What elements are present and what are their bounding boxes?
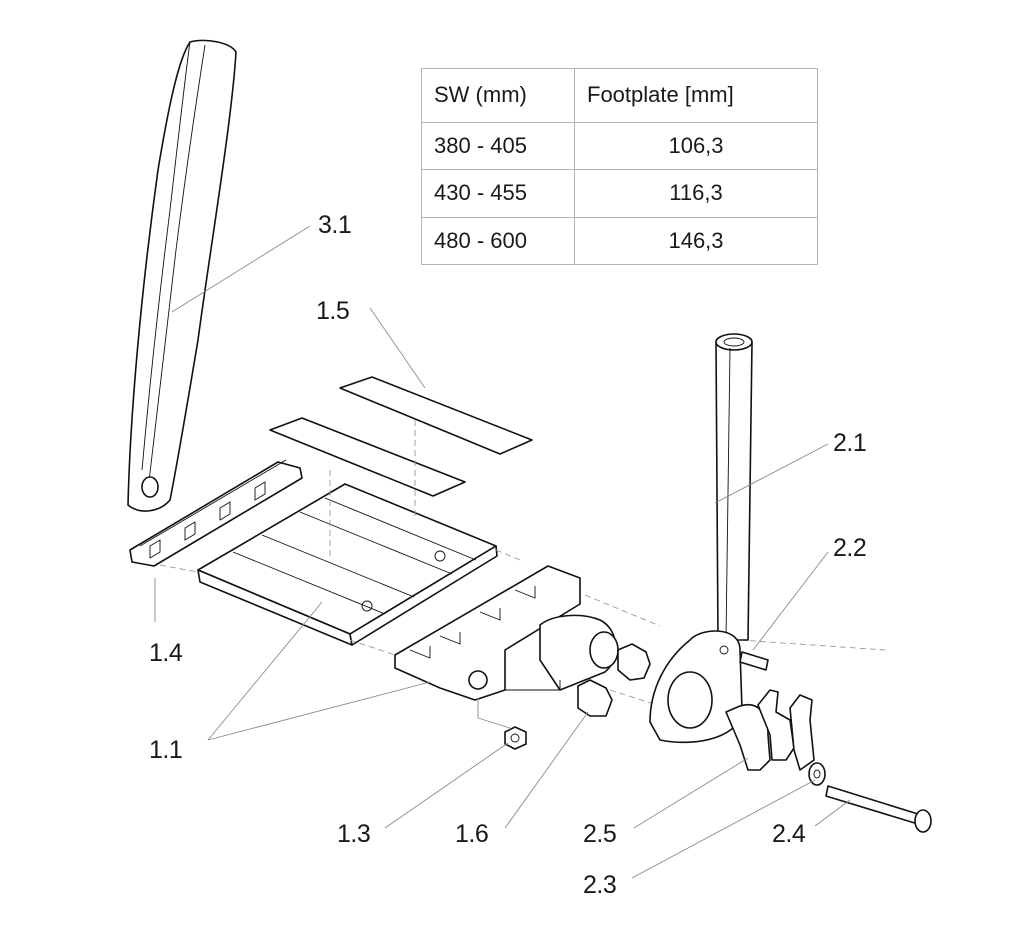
table-cell-sw: 430 - 455 (421, 169, 575, 218)
label-1-6: 1.6 (455, 820, 488, 848)
leader-lines (154, 225, 851, 879)
label-3-1: 3.1 (318, 211, 351, 239)
table-header-row: SW (mm) Footplate [mm] (421, 68, 818, 123)
label-1-5: 1.5 (316, 297, 349, 325)
part-2-4-bolt (825, 785, 932, 833)
footplate-size-table: SW (mm) Footplate [mm] 380 - 405 106,3 4… (421, 68, 818, 265)
part-1-5-pads (269, 376, 533, 497)
label-1-1: 1.1 (149, 736, 182, 764)
table-cell-footplate: 106,3 (574, 121, 818, 171)
table-row: 480 - 600 146,3 (421, 216, 818, 265)
table-header-footplate: Footplate [mm] (574, 68, 818, 123)
table-cell-sw: 480 - 600 (421, 216, 575, 265)
part-1-4-endcap (129, 459, 303, 567)
label-1-4: 1.4 (149, 639, 183, 667)
label-1-3: 1.3 (337, 820, 370, 848)
table-row: 380 - 405 106,3 (421, 121, 818, 171)
part-3-1-strap (127, 39, 237, 512)
part-1-6-clips (577, 643, 651, 717)
table-cell-sw: 380 - 405 (421, 121, 575, 171)
label-2-3: 2.3 (583, 871, 616, 899)
part-1-3-nut (504, 726, 527, 750)
part-2-3-washer (808, 762, 826, 786)
part-2-5-clip (725, 689, 815, 771)
part-2-1-post (649, 333, 753, 744)
table-cell-footplate: 146,3 (574, 216, 818, 265)
label-2-1: 2.1 (833, 429, 866, 457)
label-2-5: 2.5 (583, 820, 616, 848)
label-2-2: 2.2 (833, 534, 866, 562)
table-header-sw: SW (mm) (421, 68, 575, 123)
label-2-4: 2.4 (772, 820, 806, 848)
table-row: 430 - 455 116,3 (421, 169, 818, 218)
part-1-1-footplate (197, 483, 498, 646)
part-2-2-pin (739, 651, 769, 671)
part-bracket (394, 565, 619, 701)
table-cell-footplate: 116,3 (574, 169, 818, 218)
